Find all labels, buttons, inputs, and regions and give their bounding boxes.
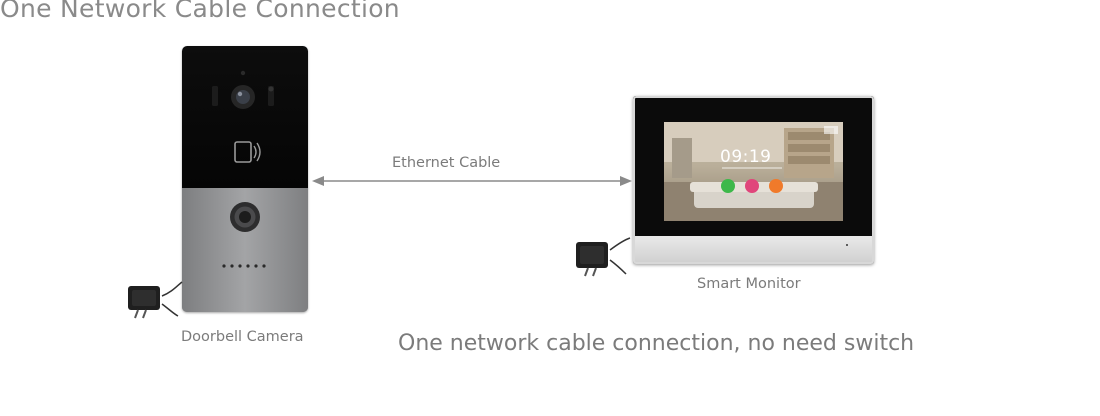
doorbell-power-adapter-icon (128, 281, 183, 319)
smart-monitor: 09:19 (633, 96, 874, 264)
sensor-dot (240, 70, 246, 76)
doorbell-label: Doorbell Camera (181, 329, 304, 345)
unlock-icon (769, 179, 783, 193)
rfid-card-icon (234, 141, 261, 163)
monitor-screen: 09:19 (664, 122, 843, 221)
diagram-title: One Network Cable Connection (0, 0, 400, 23)
monitor-bottom-strip (633, 236, 874, 264)
speaker-holes (222, 264, 266, 268)
doorbell-front-details (212, 70, 274, 163)
ethernet-cable-arrow (312, 176, 632, 186)
monitor-power-adapter-icon (576, 237, 631, 277)
call-button (230, 202, 260, 232)
message-icon (745, 179, 759, 193)
call-icon (721, 179, 735, 193)
smart-monitor-label: Smart Monitor (697, 276, 801, 292)
doorbell-glass-panel (182, 46, 308, 188)
ethernet-cable-label: Ethernet Cable (392, 155, 501, 171)
ir-light-left (212, 86, 218, 106)
monitor-indicator-dot (846, 244, 848, 246)
caption-text: One network cable connection, no need sw… (398, 331, 915, 356)
doorbell-metal-panel (182, 188, 308, 312)
monitor-clock: 09:19 (720, 147, 772, 167)
doorbell-camera (182, 46, 308, 312)
